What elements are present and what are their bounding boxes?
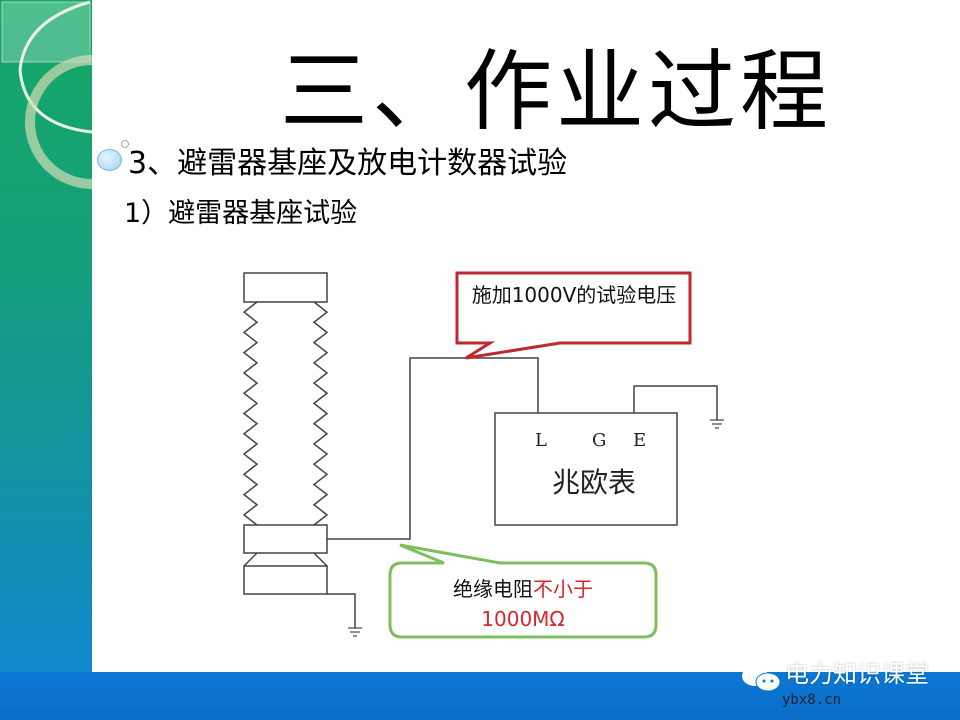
subsection-heading: 1）避雷器基座试验 [124, 198, 358, 229]
resistance-callout-shape [388, 543, 658, 639]
terminal-L-label: L [535, 430, 547, 451]
ground-icon [710, 419, 724, 429]
ground-icon [348, 627, 362, 637]
wire-to-L [327, 357, 539, 540]
base-upper-block [243, 524, 328, 554]
arrester-top-cap [243, 272, 328, 303]
megohmmeter-label: 兆欧表 [552, 466, 637, 499]
voltage-callout-shape [455, 271, 692, 360]
terminal-E-label: E [633, 430, 647, 451]
watermark-brand: 电力知识课堂 [785, 660, 929, 688]
wire-base-to-ground [327, 593, 356, 628]
bottom-bar [0, 672, 960, 720]
resistance-value: 1000MΩ [481, 607, 565, 631]
wechat-icon [742, 666, 781, 692]
arrester-left-zigzag [242, 301, 259, 526]
wire-E-to-ground [633, 385, 718, 420]
resistance-callout-text: 绝缘电阻不小于 1000MΩ [392, 574, 654, 634]
page-title: 三、作业过程 [280, 40, 833, 143]
section-heading: 3、避雷器基座及放电计数器试验 [128, 146, 568, 181]
resistance-prefix: 绝缘电阻 [453, 577, 533, 601]
bullet-icon [97, 149, 122, 171]
base-lower-block [243, 565, 328, 595]
resistance-highlight: 不小于 [533, 577, 593, 601]
voltage-callout-text: 施加1000V的试验电压 [471, 283, 677, 307]
watermark-url: ybx8.cn [782, 692, 842, 708]
arrester-right-zigzag [312, 301, 329, 526]
bullet-small-icon [121, 140, 129, 148]
megohmmeter-box [494, 412, 678, 526]
terminal-G-label: G [592, 430, 607, 451]
side-decoration-panel [0, 0, 92, 720]
